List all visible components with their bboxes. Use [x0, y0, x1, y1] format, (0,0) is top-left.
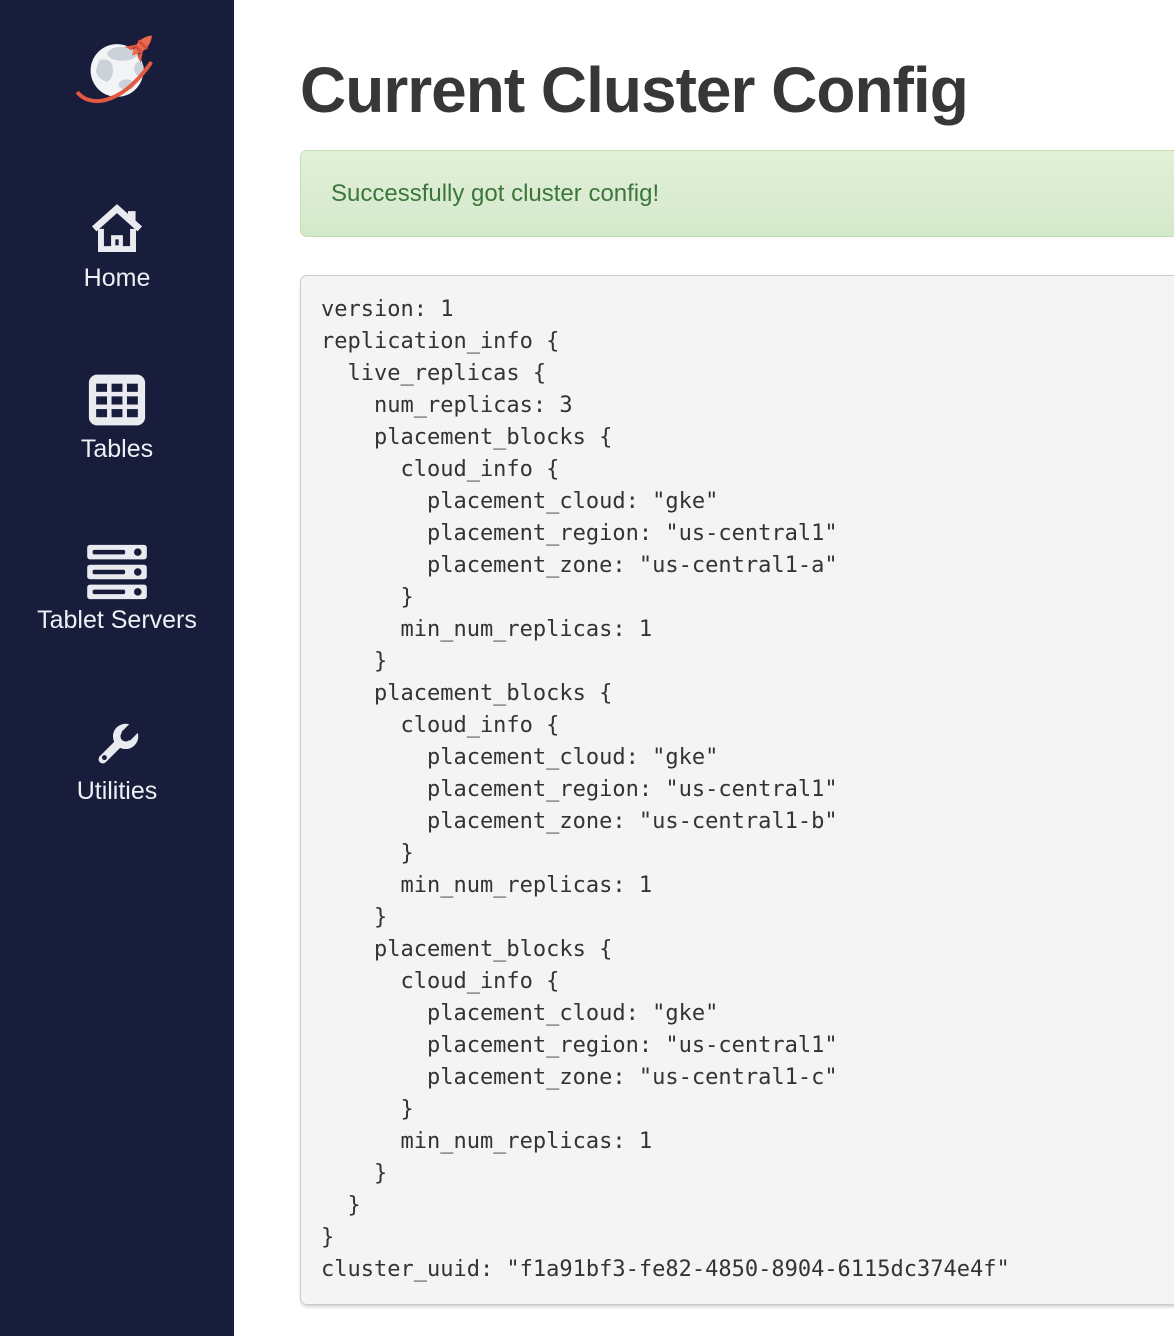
sidebar-item-label: Tablet Servers — [37, 606, 197, 634]
home-icon — [90, 202, 144, 256]
sidebar-item-label: Home — [83, 264, 151, 292]
sidebar-item-tablet-servers[interactable]: Tablet Servers — [0, 544, 234, 635]
sidebar-item-utilities[interactable]: Utilities — [0, 715, 234, 806]
sidebar-nav: Home Tables — [0, 202, 234, 806]
globe-rocket-icon — [76, 35, 153, 103]
sidebar-item-label: Utilities — [76, 777, 158, 805]
sidebar-item-tables[interactable]: Tables — [0, 373, 234, 464]
sidebar: Home Tables — [0, 0, 234, 1336]
page-title: Current Cluster Config — [300, 54, 969, 126]
tablet-servers-icon — [84, 544, 150, 600]
main-content: Current Cluster Config Successfully got … — [234, 0, 1174, 1336]
sidebar-item-home[interactable]: Home — [0, 202, 234, 293]
alert-message: Successfully got cluster config! — [331, 180, 660, 207]
cluster-config-text: version: 1 replication_info { live_repli… — [300, 275, 1174, 1305]
success-alert: Successfully got cluster config! — [300, 150, 1174, 237]
utilities-icon — [87, 715, 147, 769]
yugabytedb-logo[interactable] — [73, 26, 161, 108]
tables-icon — [88, 373, 146, 427]
sidebar-item-label: Tables — [80, 435, 154, 463]
